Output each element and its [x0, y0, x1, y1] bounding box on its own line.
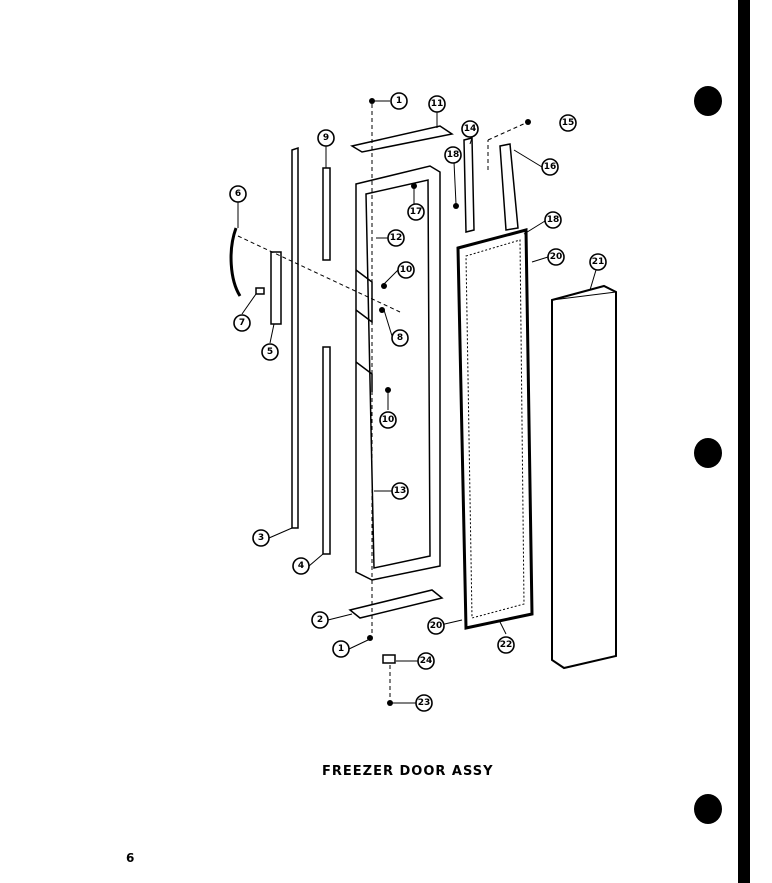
- callout-14: 14: [464, 124, 477, 134]
- callout-18-top: 18: [447, 150, 460, 160]
- callout-10-upper: 10: [400, 265, 413, 275]
- bracket-part: [270, 251, 282, 325]
- small-panel-part: [463, 137, 475, 233]
- diagram-title: FREEZER DOOR ASSY: [322, 764, 494, 779]
- callout-2: 2: [317, 615, 323, 625]
- callout-13: 13: [394, 486, 407, 496]
- strip-part: [322, 167, 331, 261]
- bottom-cap-part: [348, 589, 444, 619]
- liner-panel-part: [551, 284, 617, 670]
- punch-hole-middle: [694, 438, 722, 468]
- gasket-outer: [456, 228, 534, 630]
- callout-11: 11: [431, 99, 444, 109]
- bolt-part: [382, 654, 396, 664]
- frame-notch-upper: [355, 269, 373, 324]
- long-trim-part: [291, 146, 299, 529]
- callout-6: 6: [235, 189, 241, 199]
- callout-10-lower: 10: [382, 415, 395, 425]
- callout-7: 7: [239, 318, 245, 328]
- callout-21: 21: [592, 257, 605, 267]
- callout-12: 12: [390, 233, 403, 243]
- clip-part: [255, 287, 265, 295]
- handle-part: [229, 227, 242, 297]
- callout-4: 4: [298, 561, 304, 571]
- callout-1-bottom: 1: [338, 644, 344, 654]
- callout-24: 24: [420, 656, 433, 666]
- side-strip-part: [499, 143, 519, 231]
- callout-15: 15: [562, 118, 575, 128]
- callout-9: 9: [323, 133, 329, 143]
- callout-23: 23: [418, 698, 431, 708]
- callout-20-top: 20: [550, 252, 563, 262]
- callout-18-right: 18: [547, 215, 560, 225]
- callout-1-top: 1: [396, 96, 402, 106]
- screw-dots: [367, 98, 531, 706]
- punch-hole-top: [694, 86, 722, 116]
- callout-3: 3: [258, 533, 264, 543]
- page-binding-edge: [738, 0, 750, 883]
- callout-5: 5: [267, 347, 273, 357]
- callout-16: 16: [544, 162, 557, 172]
- callout-22: 22: [500, 640, 513, 650]
- punch-hole-bottom: [694, 794, 722, 824]
- door-frame-inner: [365, 179, 431, 569]
- gasket-inner: [465, 239, 525, 619]
- top-cap-part: [350, 125, 454, 153]
- door-frame-part: [355, 165, 441, 581]
- frame-notch-lower: [355, 361, 373, 392]
- callout-8: 8: [397, 333, 403, 343]
- callout-20-bottom: 20: [430, 621, 443, 631]
- page-number: 6: [126, 851, 135, 865]
- callout-17: 17: [410, 207, 423, 217]
- lower-strip-part: [322, 346, 331, 555]
